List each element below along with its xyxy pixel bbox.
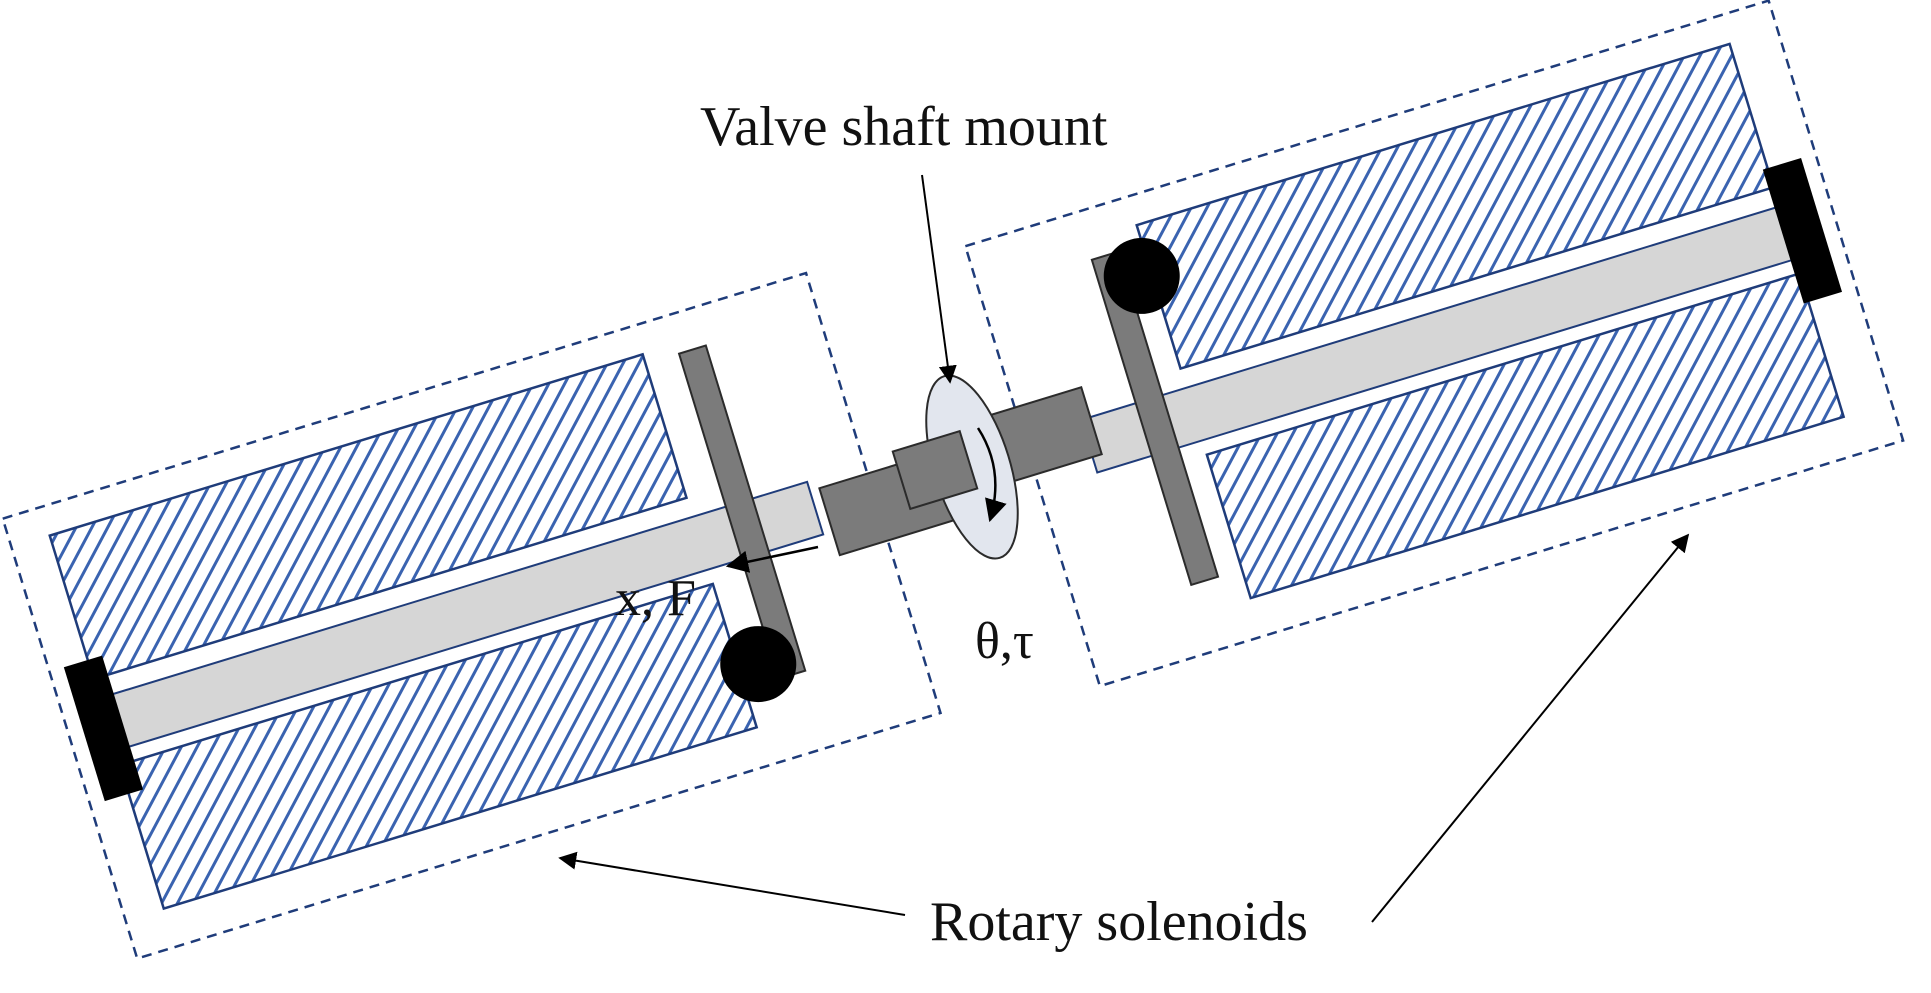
right-end-cap: [1762, 157, 1843, 304]
left-coil-top: [48, 352, 689, 681]
solenoid-leader-arrow-left: [558, 851, 906, 916]
solenoid-leader-arrow-right: [1371, 533, 1690, 923]
left-ball: [720, 626, 797, 703]
right-ball: [1103, 237, 1180, 314]
torque-label: θ,τ: [975, 613, 1034, 670]
valve-shaft-mount-label: Valve shaft mount: [700, 96, 1108, 158]
left-solenoid: [1, 271, 943, 961]
shaft-center-bar: [891, 429, 979, 511]
rotation-arrow-icon: [976, 427, 1007, 523]
force-label: x, F: [615, 570, 696, 627]
mount-leader-arrow: [921, 174, 957, 384]
left-solenoid-dashed-boundary: [1, 271, 943, 961]
force-arrow-icon: [725, 545, 819, 573]
right-coil-bottom: [1205, 271, 1846, 600]
right-solenoid: [963, 0, 1905, 688]
rotary-solenoids-label: Rotary solenoids: [930, 891, 1308, 953]
right-arm: [1090, 250, 1220, 587]
left-end-cap: [63, 655, 144, 802]
